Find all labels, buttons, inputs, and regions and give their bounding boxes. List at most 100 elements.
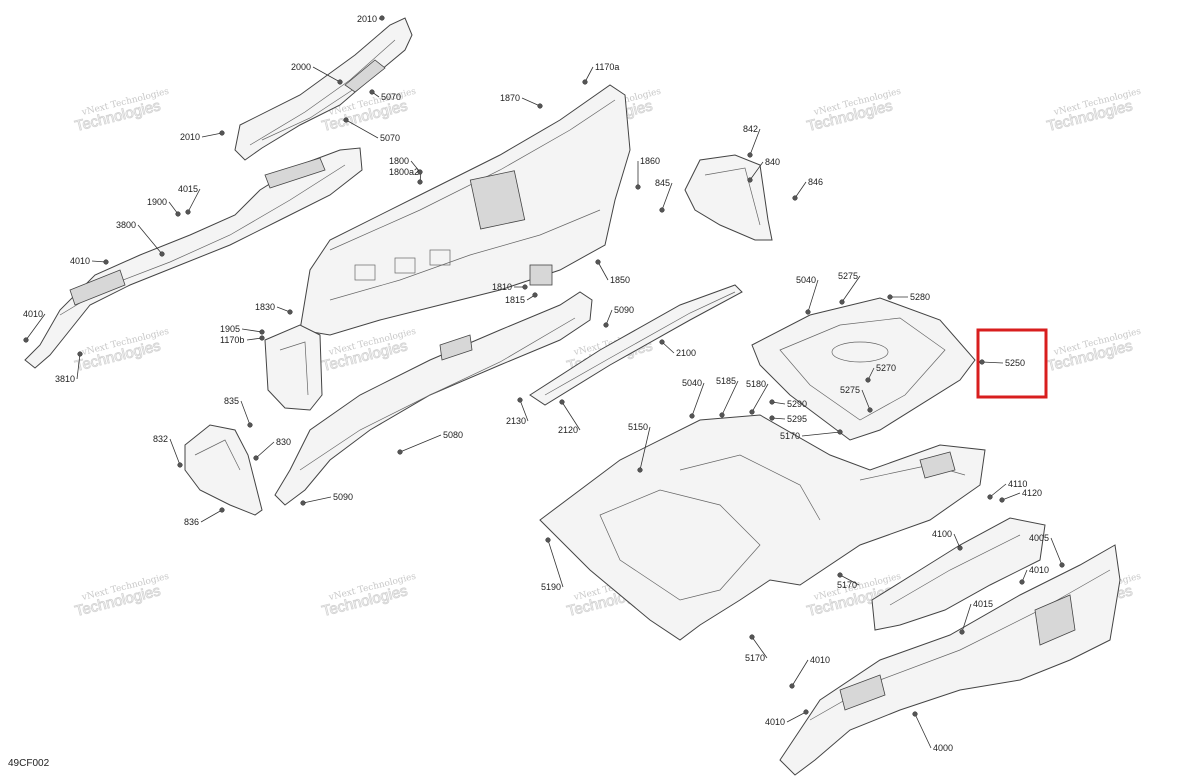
callout-label-5150: 5150 [628,422,648,432]
leader-line [597,261,609,281]
fastener-icon [23,337,29,343]
fastener-icon [999,497,1005,503]
fastener-icon [689,413,695,419]
fastener-icon [517,397,523,403]
selected-part-highlight[interactable] [976,328,1048,399]
fastener-icon [397,449,403,455]
leader-line [584,66,594,83]
callout-label-5275: 5275 [838,271,858,281]
part-5250-tray [751,297,976,441]
fastener-icon [177,462,183,468]
callout-label-5070: 5070 [381,92,401,102]
fastener-icon [287,309,293,315]
callout-label-4100: 4100 [932,529,952,539]
callout-label-4010: 4010 [70,256,90,266]
leader-line [801,431,841,437]
fastener-icon [979,359,985,365]
callout-label-5040: 5040 [796,275,816,285]
callout-label-5250[interactable]: 5250 [1005,358,1025,368]
leader-line [661,341,675,354]
callout-label-4010: 4010 [765,717,785,727]
part-5150-floor [539,414,986,641]
leader-line [661,182,673,211]
fastener-icon [637,467,643,473]
leader-line [841,275,861,303]
callout-label-5295: 5295 [787,414,807,424]
fastener-icon [912,711,918,717]
leader-line [839,574,860,586]
part-4100-frame [871,517,1046,631]
fastener-icon [635,184,641,190]
fastener-icon [559,399,565,405]
fastener-icon [959,629,965,635]
fastener-icon [582,79,588,85]
callout-label-5280: 5280 [910,292,930,302]
fastener-icon [253,455,259,461]
fastener-icon [747,152,753,158]
fastener-icon [887,294,893,300]
leader-line [137,224,163,255]
fastener-icon [659,207,665,213]
callout-label-4110: 4110 [1008,479,1027,489]
callout-label-4010: 4010 [23,309,43,319]
fastener-icon [103,259,109,265]
callout-label-1850: 1850 [610,275,630,285]
callout-label-4120: 4120 [1022,488,1042,498]
leader-line [751,636,768,659]
fastener-icon [417,179,423,185]
leader-line [561,401,581,431]
callout-label-840: 840 [765,157,780,167]
callout-label-1810: 1810 [492,282,512,292]
fastener-icon [839,299,845,305]
leader-line [200,509,223,523]
part-830-bracket [184,424,263,516]
fasteners [23,15,1065,717]
callout-label-5080: 5080 [443,430,463,440]
leader-line [639,426,651,471]
callout-label-5180: 5180 [746,379,766,389]
callout-label-1800: 1800 [389,156,409,166]
fastener-icon [769,399,775,405]
leader-line [399,434,442,453]
fastener-icon [77,351,83,357]
leader-line [861,389,871,411]
fastener-icon [219,507,225,513]
fastener-icon [259,335,265,341]
leader-line [201,132,223,138]
callout-label-5070: 5070 [380,133,400,143]
part-1830-bracket [264,324,323,411]
callout-label-1900: 1900 [147,197,167,207]
leader-line [345,119,379,139]
fastener-icon [219,130,225,136]
fastener-icon [865,377,871,383]
callout-label-5170: 5170 [837,580,857,590]
fastener-icon [300,500,306,506]
fastener-icon [769,415,775,421]
leader-line [519,399,529,422]
callout-label-4010: 4010 [810,655,830,665]
fastener-icon [659,339,665,345]
fastener-icon [747,177,753,183]
callout-label-1830: 1830 [255,302,275,312]
leader-line [521,97,541,107]
leader-line [187,188,201,213]
callout-label-5275: 5275 [840,385,860,395]
leader-line [605,309,613,326]
part-4000-frame [779,544,1121,776]
fastener-icon [749,409,755,415]
callout-label-5290: 5290 [787,399,807,409]
fastener-icon [789,683,795,689]
leader-line [989,483,1007,498]
callout-label-4010: 4010 [1029,565,1049,575]
diagram-code: 49CF002 [8,758,50,769]
fastener-icon [987,494,993,500]
part-5080-frame [274,291,593,506]
callout-label-5190: 5190 [541,582,561,592]
leader-line [807,279,819,313]
fastener-icon [247,422,253,428]
leader-line [255,441,275,459]
